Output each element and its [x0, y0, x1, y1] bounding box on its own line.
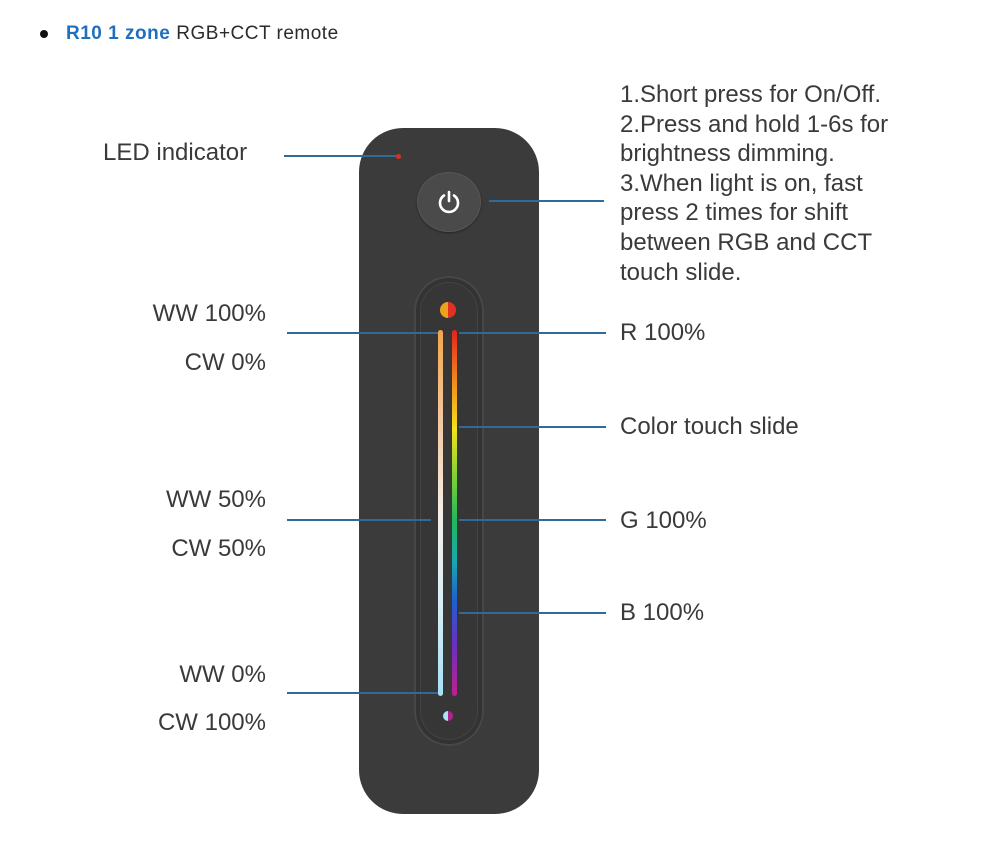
heading-description: RGB+CCT remote: [176, 23, 339, 44]
leader-line-r-100: [459, 332, 606, 334]
leader-line-ww-0: [287, 692, 438, 694]
touch-slide-track: [414, 276, 484, 746]
power-icon: [438, 190, 460, 214]
label-led-indicator: LED indicator: [103, 139, 248, 166]
label-g-100: G 100%: [620, 507, 707, 534]
leader-line-ww-50: [287, 519, 431, 521]
label-b-100: B 100%: [620, 599, 705, 626]
label-ww-100: WW 100%: [152, 300, 266, 327]
label-ww-0: WW 0%: [179, 661, 266, 688]
instruction-line: between RGB and CCT: [620, 228, 873, 256]
rgb-touch-slide[interactable]: [452, 330, 457, 696]
leader-line-b-100: [459, 612, 606, 614]
label-r-100: R 100%: [620, 319, 706, 346]
label-color-touch-slide: Color touch slide: [620, 413, 799, 440]
cct-touch-slide[interactable]: [438, 330, 443, 696]
page-heading: R10 1 zone RGB+CCT remote: [40, 20, 339, 48]
label-cw-100: CW 100%: [157, 709, 266, 736]
label-ww-50: WW 50%: [165, 486, 266, 513]
instruction-line: touch slide.: [620, 258, 742, 286]
instruction-line: 3.When light is on, fast: [620, 169, 863, 197]
bullet-icon: [40, 30, 48, 38]
instruction-line: press 2 times for shift: [620, 199, 849, 227]
instruction-line: brightness dimming.: [620, 140, 835, 168]
leader-line-power: [489, 200, 604, 202]
leader-line-ww-100: [287, 332, 438, 334]
slide-top-indicator: [440, 302, 456, 318]
leader-line-color-slide: [459, 426, 606, 428]
instruction-line: 1.Short press for On/Off.: [620, 81, 881, 108]
power-button-instructions: 1.Short press for On/Off. 2.Press and ho…: [620, 80, 990, 287]
leader-line-g-100: [459, 519, 606, 521]
label-cw-50: CW 50%: [171, 535, 266, 562]
label-cw-0: CW 0%: [184, 349, 266, 376]
power-button[interactable]: [417, 172, 481, 232]
led-indicator-light: [396, 154, 401, 159]
leader-line-led: [284, 155, 396, 157]
slide-bottom-indicator: [443, 711, 453, 721]
heading-model: R10 1 zone: [66, 23, 171, 44]
instruction-line: 2.Press and hold 1-6s for: [620, 110, 889, 138]
